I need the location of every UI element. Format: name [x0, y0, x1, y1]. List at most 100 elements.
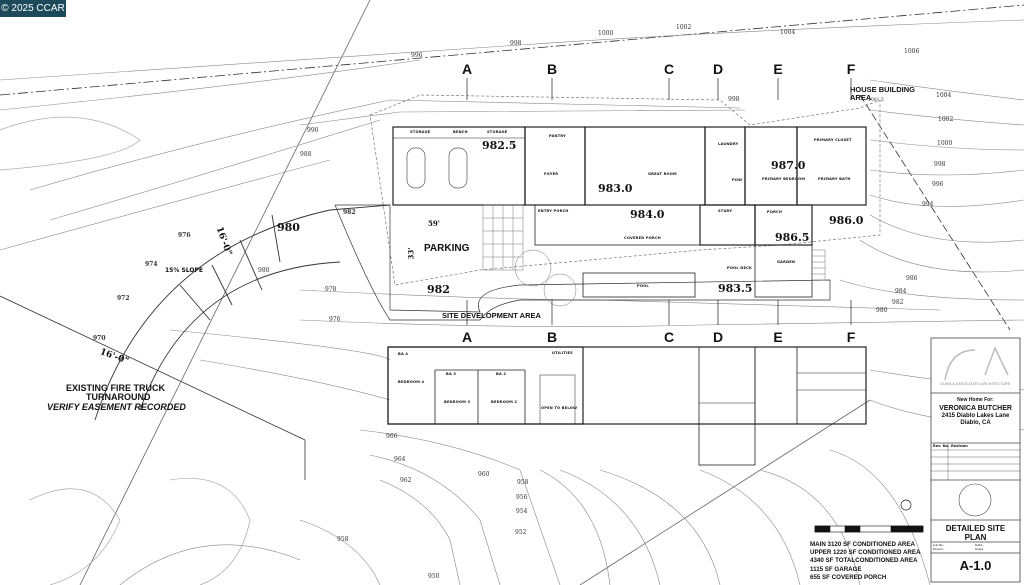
main-floor-plan — [392, 126, 867, 298]
parking-depth-dimension: 33' — [406, 247, 416, 260]
grid-marker-d: D — [712, 61, 724, 77]
drawn-label: Drawn: — [933, 547, 944, 551]
room-ba2: BA 2 — [496, 372, 507, 376]
contour-label: 970 — [93, 335, 106, 342]
contour-label: 974 — [145, 261, 158, 268]
contour-label: 990 — [307, 127, 319, 134]
room-covered-porch: COVERED PORCH — [624, 236, 661, 240]
elevation-parking: 982 — [427, 283, 450, 296]
contour-label: 976 — [178, 232, 191, 239]
paver-grid — [482, 204, 577, 307]
room-utilities: UTILITIES — [552, 351, 573, 355]
contour-label: 998 — [510, 40, 522, 47]
room-open-to-below: OPEN TO BELOW — [541, 406, 578, 410]
area-covered-porch: 655 SF COVERED PORCH — [810, 573, 887, 581]
new-home-for-label: New Home For: — [957, 397, 994, 403]
job-no-label: Job No.: — [933, 543, 945, 547]
contour-label: 996 — [411, 52, 423, 59]
grid-marker-e: E — [773, 61, 783, 77]
grid-marker-c-lower: C — [663, 329, 675, 345]
contour-label: 954 — [516, 508, 528, 515]
elevation-primary-bedroom: 987.0 — [771, 159, 806, 172]
contour-label: 1004 — [780, 29, 796, 36]
contour-label: 976 — [329, 316, 341, 323]
room-bench: BENCH — [453, 130, 468, 134]
contour-lines — [0, 19, 1024, 585]
exterior-stairs — [811, 249, 826, 281]
room-primary-bedroom: PRIMARY BEDROOM — [762, 177, 806, 181]
car-icon — [448, 147, 468, 189]
contour-label: 1000 — [598, 30, 614, 37]
house-building-area — [369, 94, 881, 286]
scale-label: Scale: — [975, 547, 985, 551]
tree-canopy — [0, 116, 141, 171]
grid-marker-a: A — [461, 61, 473, 77]
driveway — [94, 204, 391, 421]
contour-label: 958 — [337, 536, 349, 543]
elevation-garage: 982.5 — [482, 139, 517, 152]
site-development-boundary — [334, 204, 831, 321]
contour-label: 1002 — [938, 116, 954, 123]
room-bedroom3: BEDROOM 3 — [444, 400, 471, 404]
room-entry-porch: ENTRY PORCH — [538, 209, 569, 213]
contour-label: 964 — [394, 456, 406, 463]
sheet-title-line2: PLAN — [964, 533, 987, 542]
grid-marker-f: F — [846, 61, 856, 77]
contour-label: 988 — [300, 151, 312, 158]
contour-label: 958 — [517, 479, 529, 486]
room-primary-bath: PRIMARY BATH — [818, 177, 851, 181]
grid-marker-d-lower: D — [712, 329, 724, 345]
contour-label: 1004 — [936, 92, 952, 99]
firm-name: GUNN & ASSOCIATES ARCHITECTURE — [940, 382, 1011, 386]
contour-label: 998 — [934, 161, 946, 168]
area-upper: UPPER 1220 SF CONDITIONED AREA — [810, 549, 921, 557]
elevation-east-yard: 986.0 — [829, 214, 864, 227]
contour-label: 956 — [516, 494, 528, 501]
car-icon — [406, 147, 426, 189]
sheet-number: A-1.0 — [959, 558, 992, 573]
contour-label: 980 — [876, 307, 888, 314]
room-bedroom4: BEDROOM 4 — [398, 380, 425, 384]
upper-floor-plan — [387, 346, 867, 466]
house-building-area-label-2: AREA — [850, 93, 872, 102]
tree-canopy — [169, 477, 251, 585]
contour-label: 966 — [386, 433, 398, 440]
room-pool-deck: POOL DECK — [727, 266, 752, 270]
room-garden: GARDEN — [777, 260, 796, 264]
room-ba4: BA 4 — [398, 352, 409, 356]
client-name: VERONICA BUTCHER — [939, 405, 1012, 412]
tree-canopy — [29, 488, 121, 585]
grid-marker-b-lower: B — [546, 329, 558, 345]
sheet-title: DETAILED SITE PLAN — [931, 524, 1020, 542]
area-total: 4340 SF TOTALCONDITIONED AREA — [810, 557, 918, 565]
revision-header: Revision — [951, 444, 968, 448]
title-block-frame — [930, 337, 1021, 583]
fire-truck-note-3: VERIFY EASEMENT RECORDED — [47, 402, 186, 412]
room-study: STUDY — [718, 209, 733, 213]
contour-label: 1002 — [676, 24, 692, 31]
elevation-great-room: 983.0 — [598, 182, 633, 195]
area-garage: 1115 SF GARAGE — [810, 565, 862, 573]
room-powder: POW — [732, 178, 743, 182]
contour-label: 1006 — [904, 48, 920, 55]
client-city: Diablo, CA — [960, 420, 991, 426]
room-laundry: LAUNDRY — [718, 142, 739, 146]
copyright-badge: © 2025 CCAR — [0, 0, 66, 17]
house-building-area-label: HOUSE BUILDING — [850, 85, 916, 94]
grid-marker-e-lower: E — [773, 329, 783, 345]
fire-truck-note-1: EXISTING FIRE TRUCK — [66, 383, 166, 393]
contour-label: 952 — [515, 529, 527, 536]
parking-width-dimension: 59' — [428, 219, 440, 228]
room-great-room: GREAT ROOM — [648, 172, 677, 176]
room-primary-closet: PRIMARY CLOSET — [814, 138, 852, 142]
client-address: 2415 Diablo Lakes Lane — [941, 413, 1010, 419]
rev-no-header: Rev. No. — [933, 444, 950, 448]
elevation-porch: 986.5 — [775, 231, 810, 244]
elevation-top-right: 1001.5 — [868, 98, 884, 103]
sheet-title-line1: DETAILED SITE — [945, 524, 1006, 533]
parking-label: PARKING — [424, 243, 470, 254]
fire-truck-note-2: TURNAROUND — [86, 392, 151, 402]
contour-label: 986 — [906, 275, 918, 282]
room-storage-1: STORAGE — [410, 130, 431, 134]
